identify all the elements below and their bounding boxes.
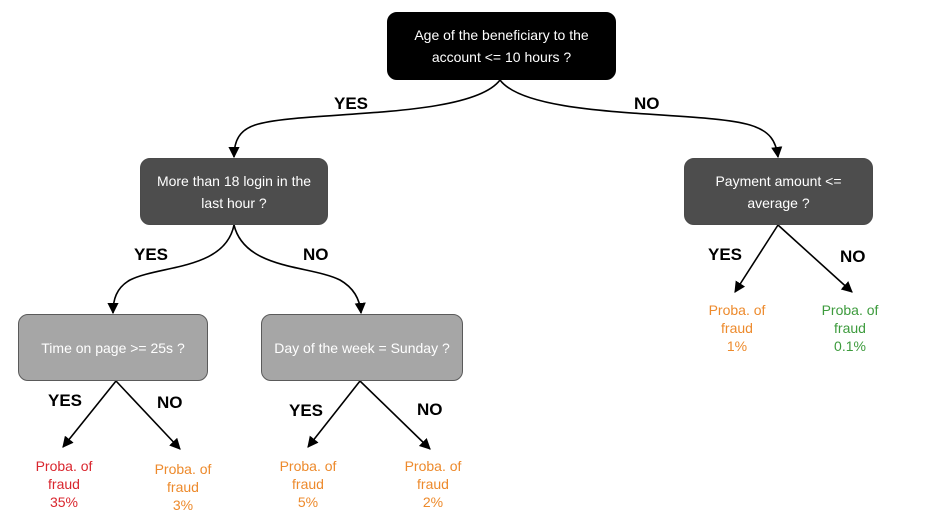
edge-label-time-no: NO xyxy=(157,393,183,412)
edge-payment-yes xyxy=(734,224,779,293)
leaf-label-line2: fraud xyxy=(834,320,866,336)
root-node-line1: Age of the beneficiary to the xyxy=(414,27,589,43)
leaf-label-line2: fraud xyxy=(167,479,199,495)
leaf-payment-no: Proba. of fraud 0.1% xyxy=(822,301,879,355)
leaf-probability: 2% xyxy=(422,494,444,510)
edge-label-payment-no: NO xyxy=(840,247,866,266)
day-of-week-node-text: Day of the week = Sunday ? xyxy=(274,339,450,356)
edge-label-day-no: NO xyxy=(417,400,443,419)
leaf-label-line1: Proba. of xyxy=(279,458,337,474)
edge-payment-no xyxy=(777,224,853,293)
edge-logins-yes xyxy=(107,224,235,315)
leaf-day-yes: Proba. of fraud 5% xyxy=(280,457,337,511)
root-node: Age of the beneficiary to the account <=… xyxy=(387,12,616,80)
leaf-time-yes: Proba. of fraud 35% xyxy=(36,457,93,511)
edge-day-no xyxy=(359,380,431,450)
edge-label-time-yes: YES xyxy=(48,391,83,410)
time-on-page-node: Time on page >= 25s ? xyxy=(18,314,208,381)
leaf-probability: 1% xyxy=(726,338,748,354)
edge-label-logins-yes: YES xyxy=(134,245,169,264)
leaf-payment-yes: Proba. of fraud 1% xyxy=(709,301,766,355)
edge-root-no xyxy=(499,79,783,159)
leaf-label-line2: fraud xyxy=(48,476,80,492)
edge-label-logins-no: NO xyxy=(303,245,329,264)
leaf-label-line1: Proba. of xyxy=(821,302,879,318)
edge-label-payment-yes: YES xyxy=(708,245,743,264)
logins-node-line2: last hour ? xyxy=(201,194,267,211)
leaf-probability: 5% xyxy=(297,494,319,510)
edge-label-root-no: NO xyxy=(634,94,660,113)
edge-root-yes xyxy=(228,79,501,159)
logins-node: More than 18 login in the last hour ? xyxy=(140,158,328,225)
payment-node-line2: average ? xyxy=(747,194,810,211)
leaf-label-line1: Proba. of xyxy=(708,302,766,318)
leaf-label-line2: fraud xyxy=(417,476,449,492)
leaf-time-no: Proba. of fraud 3% xyxy=(155,460,212,514)
payment-node: Payment amount <= average ? xyxy=(684,158,873,225)
edge-label-root-yes: YES xyxy=(334,94,369,113)
leaf-label-line1: Proba. of xyxy=(35,458,93,474)
leaf-label-line2: fraud xyxy=(721,320,753,336)
leaf-label-line2: fraud xyxy=(292,476,324,492)
leaf-probability: 35% xyxy=(49,494,79,510)
leaf-probability: 3% xyxy=(172,497,194,513)
day-of-week-node: Day of the week = Sunday ? xyxy=(261,314,463,381)
edge-label-day-yes: YES xyxy=(289,401,324,420)
time-on-page-node-text: Time on page >= 25s ? xyxy=(41,339,185,356)
edge-time-no xyxy=(115,380,181,450)
edge-day-yes xyxy=(307,380,361,448)
payment-node-line1: Payment amount <= xyxy=(715,172,842,189)
leaf-day-no: Proba. of fraud 2% xyxy=(405,457,462,511)
logins-node-line1: More than 18 login in the xyxy=(156,172,312,189)
leaf-label-line1: Proba. of xyxy=(404,458,462,474)
leaf-label-line1: Proba. of xyxy=(154,461,212,477)
root-node-line2: account <= 10 hours ? xyxy=(431,49,572,65)
edge-time-yes xyxy=(62,380,117,448)
leaf-probability: 0.1% xyxy=(834,338,866,354)
edge-logins-no xyxy=(233,224,366,315)
